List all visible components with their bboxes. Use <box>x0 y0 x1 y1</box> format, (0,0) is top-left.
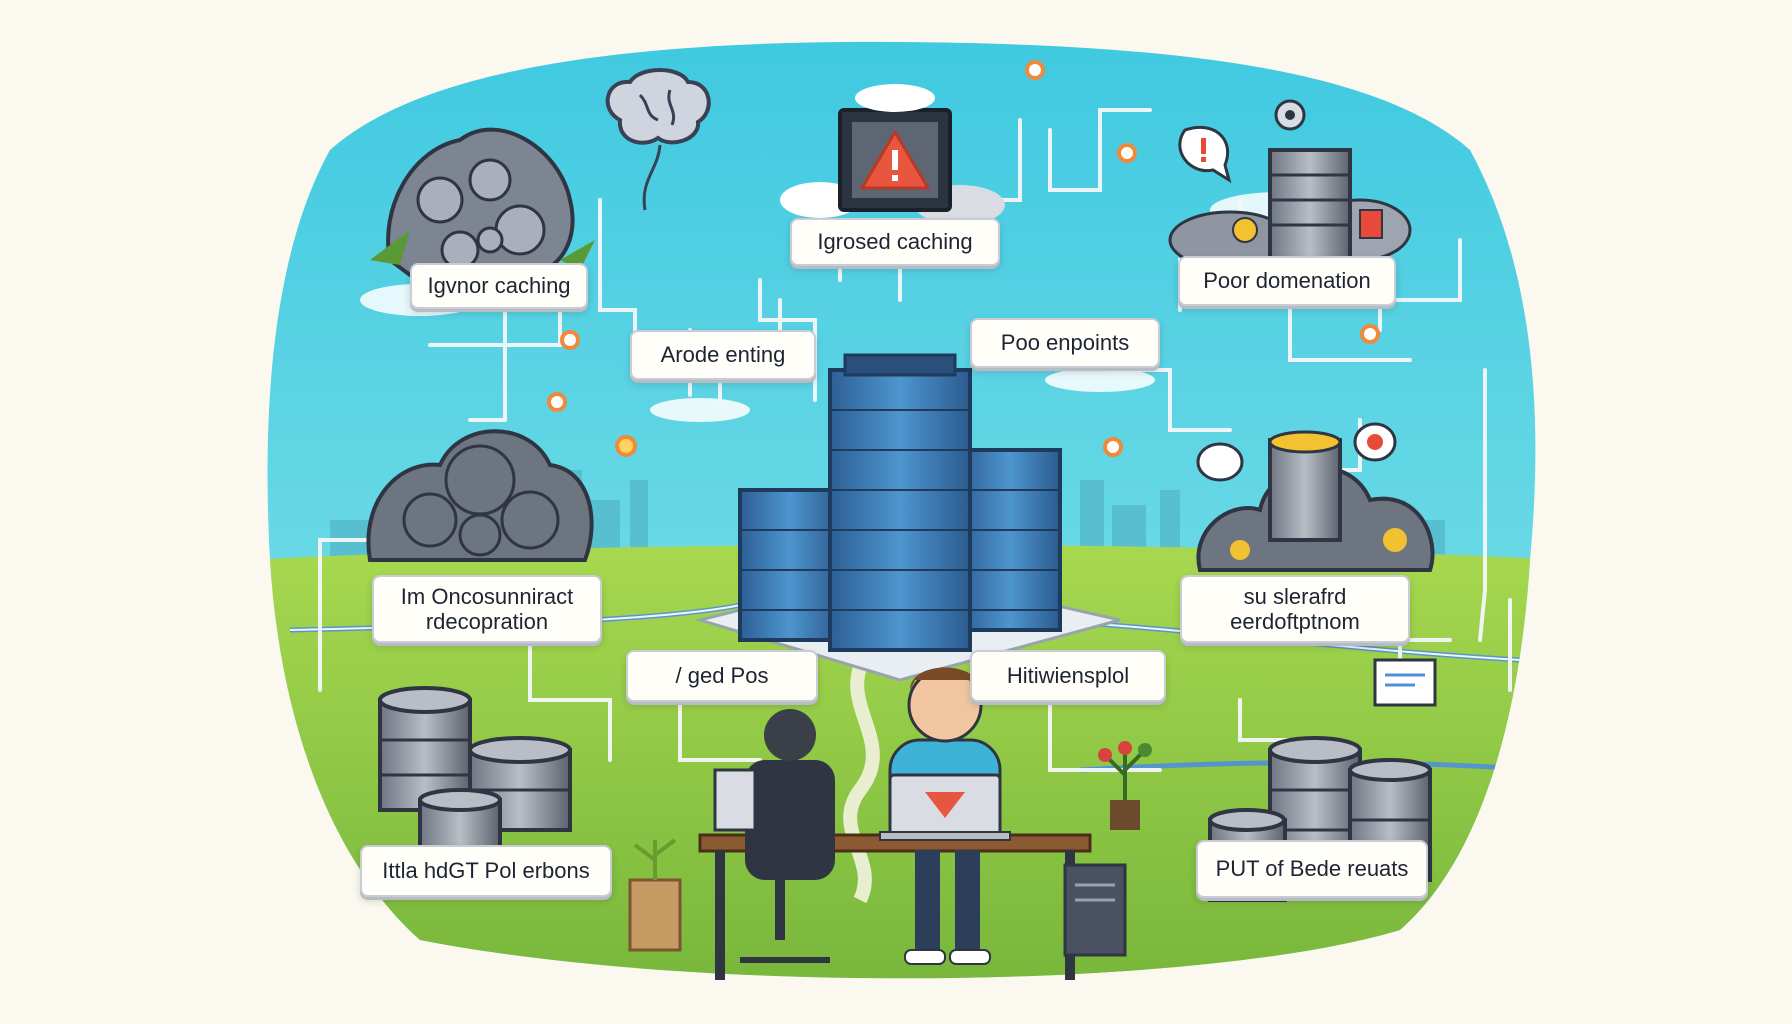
label-text: Poor domenation <box>1203 268 1371 294</box>
plant-box <box>628 838 682 952</box>
back-chair-person <box>713 709 835 963</box>
pc-tower <box>1063 863 1127 957</box>
speech-bubble-icon <box>1178 125 1232 184</box>
label-text-line-1: su slerafrd <box>1243 583 1347 609</box>
warning-icon <box>860 130 930 190</box>
label-put-of-bede: PUT of Bede reuats <box>1196 840 1428 898</box>
label-text: Ittla hdGT Pol erbons <box>382 858 590 884</box>
label-text: / ged Pos <box>675 663 769 689</box>
plant-icon <box>1098 741 1152 830</box>
label-igrosed-caching: Igrosed caching <box>790 218 1000 266</box>
label-gedpos: / ged Pos <box>626 650 818 702</box>
label-ittla-hdgt: Ittla hdGT Pol erbons <box>360 845 612 897</box>
label-text: Poo enpoints <box>1000 330 1130 356</box>
dashboard-screen <box>1373 658 1437 707</box>
label-text: Igvnor caching <box>427 273 571 299</box>
label-ignor-caching: Igvnor caching <box>410 263 588 309</box>
label-slerafrd: su slerafrd eerdoftptnom <box>1180 575 1410 643</box>
laptop-icon <box>879 773 1011 841</box>
junction-nodes <box>547 60 1380 457</box>
label-text: Arode enting <box>660 342 786 368</box>
label-text-line-2: eerdoftptnom <box>1230 609 1360 634</box>
speech-bubble-icon-2 <box>1196 422 1397 482</box>
label-text: Igrosed caching <box>817 229 973 255</box>
gear-icon <box>1274 99 1306 131</box>
server-stack-icon <box>1168 148 1412 270</box>
rock-pile-top-left <box>370 127 595 277</box>
rock-pile-left <box>366 429 594 562</box>
label-text-line-1: Im Oncosunniract <box>400 583 574 609</box>
label-hitiwiensplol: Hitiwiensplol <box>970 650 1166 702</box>
server-pile-right <box>1196 430 1435 572</box>
label-text: PUT of Bede reuats <box>1215 856 1409 882</box>
brain-icon <box>605 68 711 211</box>
label-text: Hitiwiensplol <box>1006 663 1130 689</box>
label-text-line-2: rdecopration <box>425 609 549 634</box>
central-building <box>694 353 1121 682</box>
label-poor-domenation: Poor domenation <box>1178 256 1396 306</box>
label-oncosunniract: Im Oncosunniract rdecopration <box>372 575 602 643</box>
label-arode-enting: Arode enting <box>630 330 816 380</box>
warning-monitor <box>780 84 1005 225</box>
label-poo-enpoints: Poo enpoints <box>970 318 1160 368</box>
